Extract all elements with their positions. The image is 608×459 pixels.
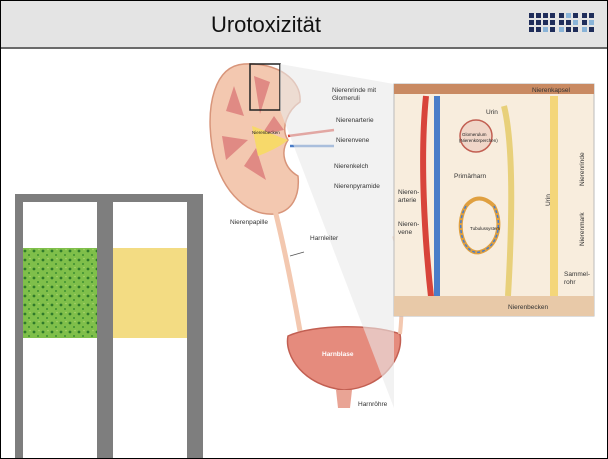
- yellow-reagent-pad: [113, 248, 187, 338]
- inset-label-nierenmark-side: Nierenmark: [579, 212, 586, 246]
- inset-label-nierenvene-1: Nieren-: [398, 221, 419, 228]
- inset-label-nierenkapsel: Nierenkapsel: [532, 87, 570, 94]
- label-harnroehre: Harnröhre: [358, 401, 388, 408]
- inset-label-primaerharn: Primärharn: [454, 173, 487, 180]
- label-nierenarterie: Nierenarterie: [336, 117, 374, 124]
- label-nierenpapille: Nierenpapille: [230, 219, 268, 226]
- test-strip-holder: [15, 194, 203, 458]
- ureter: [274, 206, 300, 331]
- label-nierenvene: Nierenvene: [336, 137, 370, 144]
- logo-icon: [527, 11, 599, 37]
- green-reagent-pad: [23, 248, 97, 338]
- test-strip-left: [23, 202, 97, 458]
- urinary-system-illustration: Nierenrinde mit Glomeruli Nierenarterie …: [204, 56, 604, 456]
- inset-label-nierenarterie-2: arterie: [398, 197, 417, 204]
- inset-label-nierenarterie-1: Nieren-: [398, 189, 419, 196]
- inset-label-urin-side: Urin: [545, 194, 552, 206]
- inset-label-urin-top: Urin: [486, 109, 498, 116]
- label-glomeruli: Glomeruli: [332, 95, 360, 102]
- inset-label-tubulussystem: Tubulussystem: [470, 226, 500, 231]
- slide-title: Urotoxizität: [1, 12, 531, 38]
- inset-label-nierenrinde-side: Nierenrinde: [579, 152, 586, 186]
- inset-label-sammelrohr-2: rohr: [564, 279, 576, 286]
- inset-label-nierenvene-2: vene: [398, 229, 412, 236]
- label-nierenpyramide: Nierenpyramide: [334, 183, 380, 190]
- label-nierenrinde: Nierenrinde mit: [332, 87, 376, 94]
- inset-label-sammelrohr-1: Sammel-: [564, 271, 590, 278]
- label-nierenbecken-small: Nierenbecken: [252, 130, 280, 135]
- inset-label-nierenbecken: Nierenbecken: [508, 304, 548, 311]
- inset-label-nierenkoerperchen: (Nierenkörperchen): [459, 138, 498, 143]
- test-strip-right: [113, 202, 187, 458]
- inset-label-glomerulum: Glomerulum: [462, 132, 487, 137]
- label-harnleiter: Harnleiter: [310, 235, 339, 242]
- label-nierenkelch: Nierenkelch: [334, 163, 369, 170]
- title-bar: Urotoxizität: [1, 1, 607, 49]
- label-harnblase: Harnblase: [322, 351, 354, 358]
